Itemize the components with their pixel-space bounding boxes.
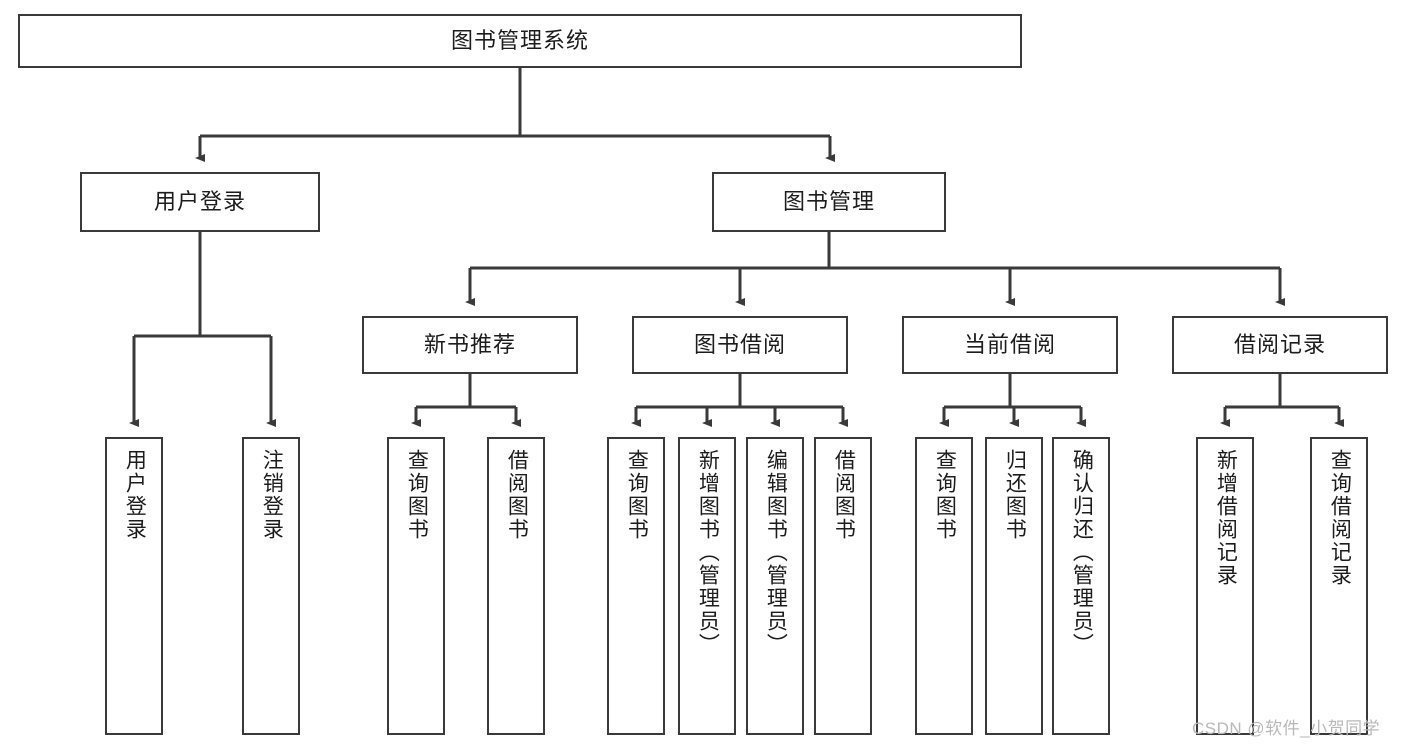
node-borrow-record[interactable]: 借阅记录: [1172, 316, 1388, 374]
leaf-borrow-add[interactable]: 新增图书（管理员）: [678, 437, 736, 735]
leaf-rec-query2[interactable]: 查询借阅记录: [1310, 437, 1368, 735]
node-book-borrow[interactable]: 图书借阅: [632, 316, 848, 374]
node-user-login[interactable]: 用户登录: [80, 172, 320, 232]
leaf-rec-query[interactable]: 查询图书: [387, 437, 445, 735]
leaf-borrow-query-label: 查询图书: [625, 449, 649, 541]
leaf-rec-borrow-label: 借阅图书: [505, 449, 529, 541]
leaf-borrow-edit-label: 编辑图书（管理员）: [764, 449, 788, 656]
leaf-rec-add[interactable]: 新增借阅记录: [1196, 437, 1254, 735]
node-book-borrow-label: 图书借阅: [693, 331, 786, 357]
node-root[interactable]: 图书管理系统: [18, 14, 1022, 68]
leaf-cur-return[interactable]: 归还图书: [985, 437, 1043, 735]
leaf-rec-add-label: 新增借阅记录: [1214, 449, 1238, 587]
leaf-rec-query2-label: 查询借阅记录: [1328, 449, 1352, 587]
leaf-user-logout[interactable]: 注销登录: [242, 437, 300, 735]
leaf-borrow-edit[interactable]: 编辑图书（管理员）: [746, 437, 804, 735]
node-borrow-record-label: 借阅记录: [1233, 331, 1326, 357]
leaf-cur-confirm-label: 确认归还（管理员）: [1070, 449, 1094, 656]
node-book-manage[interactable]: 图书管理: [712, 172, 946, 232]
leaf-cur-query-label: 查询图书: [933, 449, 957, 541]
leaf-borrow-lend-label: 借阅图书: [832, 449, 856, 541]
leaf-user-logout-label: 注销登录: [260, 449, 284, 541]
leaf-borrow-query[interactable]: 查询图书: [607, 437, 665, 735]
node-new-book-rec-label: 新书推荐: [423, 331, 516, 357]
leaf-user-login[interactable]: 用户登录: [105, 437, 163, 735]
leaf-rec-borrow[interactable]: 借阅图书: [487, 437, 545, 735]
leaf-rec-query-label: 查询图书: [405, 449, 429, 541]
node-root-label: 图书管理系统: [450, 27, 589, 53]
leaf-cur-query[interactable]: 查询图书: [915, 437, 973, 735]
leaf-borrow-add-label: 新增图书（管理员）: [696, 449, 720, 656]
leaf-borrow-lend[interactable]: 借阅图书: [814, 437, 872, 735]
leaf-cur-confirm[interactable]: 确认归还（管理员）: [1052, 437, 1110, 735]
node-current-borrow[interactable]: 当前借阅: [902, 316, 1118, 374]
node-user-login-label: 用户登录: [153, 188, 246, 214]
node-current-borrow-label: 当前借阅: [963, 331, 1056, 357]
node-book-manage-label: 图书管理: [782, 188, 875, 214]
csdn-watermark: CSDN @软件_小贺同学: [1192, 719, 1381, 738]
node-new-book-rec[interactable]: 新书推荐: [362, 316, 578, 374]
leaf-user-login-label: 用户登录: [123, 449, 147, 541]
leaf-cur-return-label: 归还图书: [1003, 449, 1027, 541]
